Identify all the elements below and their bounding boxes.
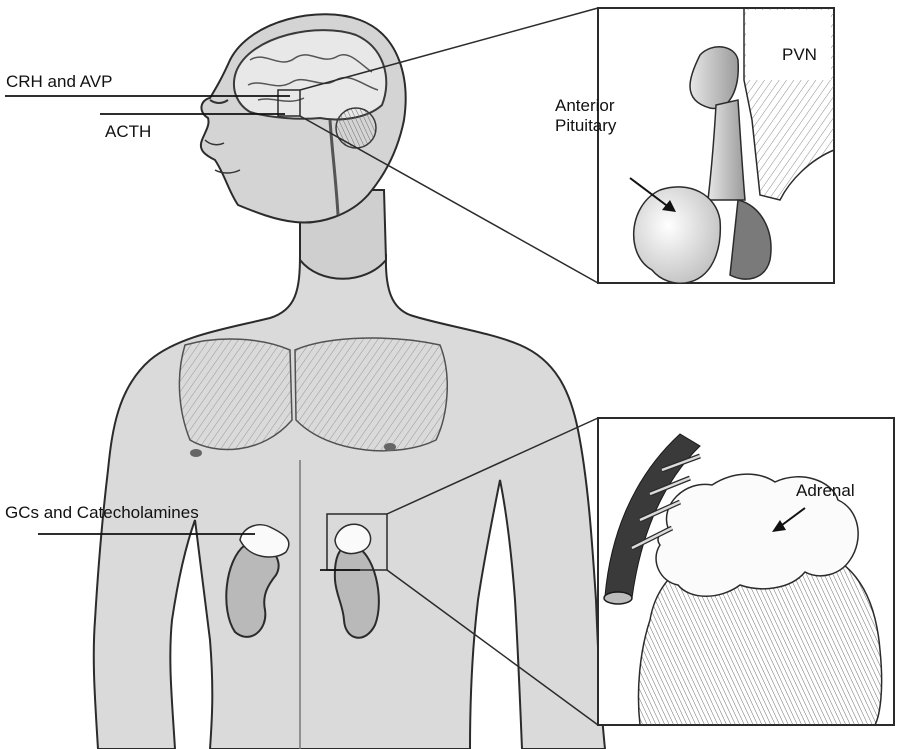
label-anterior-pituitary: Anterior Pituitary [555,96,640,136]
chest-muscle-right [295,338,447,451]
label-gcs-catecholamines: GCs and Catecholamines [5,503,199,523]
torso [94,255,605,749]
label-adrenal: Adrenal [796,481,855,501]
label-acth: ACTH [105,122,151,142]
human-body-drawing [94,14,605,749]
cerebellum [336,108,376,148]
label-pvn: PVN [782,45,817,65]
adrenal-inset [598,418,894,725]
chest-muscle-left [179,339,292,450]
label-crh-avp: CRH and AVP [6,72,112,92]
